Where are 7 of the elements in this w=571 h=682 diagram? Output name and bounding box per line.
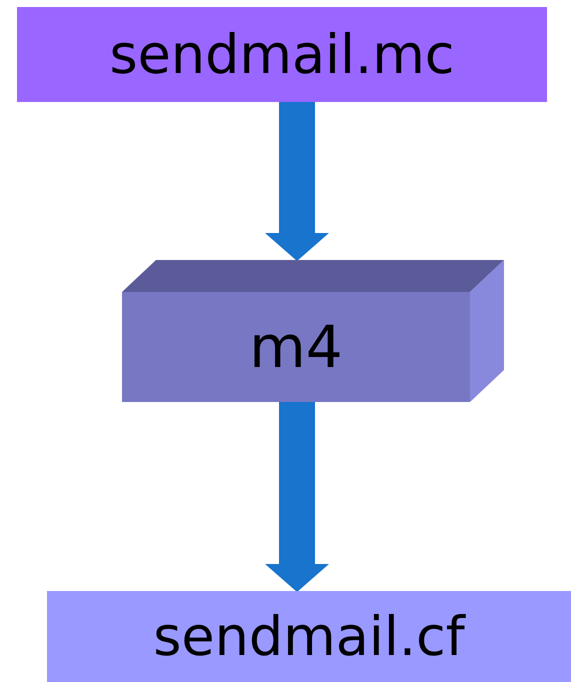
file-box: [47, 591, 571, 682]
block-arrow: [265, 402, 329, 592]
node-label: sendmail.cf: [153, 605, 465, 668]
block-arrow: [265, 102, 329, 261]
file-box: [17, 7, 547, 102]
node-label: sendmail.mc: [109, 23, 454, 86]
node-label: m4: [249, 313, 343, 381]
